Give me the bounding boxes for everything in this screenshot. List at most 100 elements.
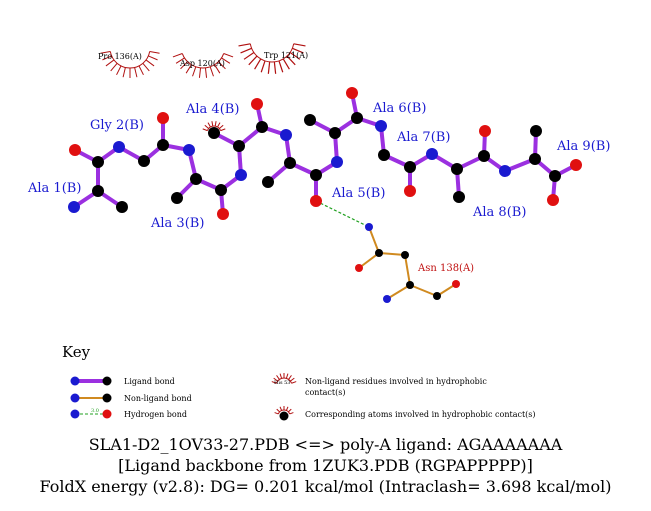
- legend-nonligand-carbon: [102, 393, 112, 403]
- hydrogen-bond-o5-nd: [315, 200, 370, 228]
- legend-example-residue: His 53: [274, 380, 290, 386]
- hydrophobic-trp121-lash: [286, 55, 296, 66]
- hydrophobic-pro136-lash: [110, 62, 118, 72]
- nitrogen-atom-n2: [113, 141, 125, 153]
- hydrophobic-trp121-lash: [254, 58, 262, 70]
- hydrophobic-asp120-lash: [192, 66, 197, 77]
- carbon-atom-cb3: [171, 192, 183, 204]
- carbon-atom-cb: [401, 251, 409, 259]
- hydrophobic-label-trp121: Trp 121(A): [264, 51, 308, 60]
- hydrophobic-asp120-arc: [181, 53, 225, 69]
- hydrophobic-pro136-lash: [105, 59, 115, 67]
- carbon-atom-c6: [351, 112, 363, 124]
- hydrophobic-atom-ala4-lash: [207, 122, 211, 128]
- nitrogen-atom-n3: [183, 144, 195, 156]
- carbon-atom-cb8: [453, 191, 465, 203]
- carbon-atom-cb4: [208, 127, 220, 139]
- legend-hydrophobic-atoms-label: Corresponding atoms involved in hydropho…: [305, 410, 536, 419]
- hydrophobic-atom-ala4-lash: [204, 124, 209, 129]
- carbon-atom-cg: [375, 249, 383, 257]
- carbon-atom-ca1: [92, 185, 104, 197]
- hydrophobic-pro136-lash: [116, 65, 122, 76]
- oxygen-atom-o2: [157, 112, 169, 124]
- oxygen-atom-o1: [69, 144, 81, 156]
- legend-ligand-nitrogen: [70, 376, 80, 386]
- carbon-atom-c9: [549, 170, 561, 182]
- nonligand-bond-cg-od: [358, 252, 380, 269]
- legend-residue-arc: [276, 377, 292, 384]
- carbon-atom-ca5: [284, 157, 296, 169]
- legend-hydrophobic-residues-label-1: Non-ligand residues involved in hydropho…: [305, 377, 487, 386]
- residue-label-ala1: Ala 1(B): [27, 181, 81, 196]
- legend-title: Key: [62, 343, 91, 361]
- hydrophobic-pro136-lash: [148, 55, 158, 61]
- legend-residue-lash: [273, 377, 278, 382]
- hydrophobic-trp121-lash: [240, 47, 252, 54]
- legend-residue-lash: [288, 375, 292, 380]
- legend-hbond-oxygen: [102, 409, 112, 419]
- nonligand-bond-nd-cg: [368, 226, 380, 254]
- legend-atom-arc: [277, 409, 291, 415]
- legend-atom-lash: [285, 406, 289, 411]
- hydrophobic-trp121-lash: [238, 43, 251, 47]
- caption-line-1: SLA1-D2_1OV33-27.PDB <=> poly-A ligand: …: [88, 435, 563, 454]
- residue-label-gly2: Gly 2(B): [90, 118, 144, 133]
- hydrophobic-trp121-arc: [249, 43, 295, 63]
- hydrophobic-trp121-lash: [293, 43, 306, 47]
- residue-label-ala8: Ala 8(B): [472, 205, 526, 220]
- legend-residue-lash: [271, 381, 277, 384]
- legend-hbond-nitrogen: [70, 409, 80, 419]
- nitrogen-atom-n4: [235, 169, 247, 181]
- nitrogen-atom-na: [383, 295, 391, 303]
- residue-label-ala3: Ala 3(B): [150, 216, 204, 231]
- nitrogen-atom-n7: [375, 120, 387, 132]
- nonligand-bond-ca-na: [386, 284, 411, 300]
- hydrophobic-pro136-lash: [134, 67, 138, 78]
- carbon-atom-c5: [310, 169, 322, 181]
- residue-label-ala5: Ala 5(B): [331, 186, 385, 201]
- legend-nonligand-nitrogen: [70, 393, 80, 403]
- hydrophobic-label-asp120: Asp 120(A): [179, 59, 225, 68]
- hydrophobic-asp120-lash: [218, 61, 226, 70]
- carbon-atom-c4: [256, 121, 268, 133]
- hydrophobic-atom-ala4-lash: [220, 128, 226, 132]
- legend-atom-lash: [274, 412, 279, 415]
- oxygen-atom-o3: [217, 208, 229, 220]
- residue-label-ala7: Ala 7(B): [396, 130, 450, 145]
- oxygen-atom-o4: [251, 98, 263, 110]
- residue-label-ala4: Ala 4(B): [185, 102, 239, 117]
- carbon-atom-cb9: [530, 125, 542, 137]
- oxygen-atom-oc: [452, 280, 460, 288]
- residue-label-ala6: Ala 6(B): [372, 101, 426, 116]
- hydrophobic-atom-ala4-lash: [219, 124, 224, 129]
- hydrophobic-asp120-lash: [172, 53, 183, 58]
- hydrophobic-atom-ala4-lash: [217, 122, 221, 128]
- legend-ligand-bond-label: Ligand bond: [124, 377, 175, 386]
- atoms: [68, 87, 582, 303]
- legend-hydrophobic-atom-arc: [274, 406, 294, 415]
- oxygen-atom-od: [355, 264, 363, 272]
- carbon-atom-ca6: [329, 127, 341, 139]
- hydrophobic-pro136-lash: [149, 50, 160, 54]
- legend-hydrophobic-residues-label-2: contact(s): [305, 388, 345, 397]
- hydrophobic-asp120-lash: [204, 67, 208, 78]
- carbon-atom-cb6: [304, 114, 316, 126]
- legend-residue-lash: [276, 375, 280, 380]
- carbon-atom-c7: [404, 161, 416, 173]
- nonligand-bond-ca-cc: [409, 284, 438, 297]
- hydrophobic-trp121-lash: [289, 52, 301, 60]
- hydrophobic-atom-ala4-lash: [214, 121, 217, 127]
- legend-atom-lash: [279, 406, 283, 411]
- residue-label-asn138: Asn 138(A): [417, 263, 474, 274]
- hydrophobic-trp121-lash: [260, 60, 266, 73]
- hydrophobic-asp120-lash: [214, 64, 221, 74]
- legend-nonligand-bond-label: Non-ligand bond: [124, 394, 192, 403]
- carbon-atom-c3: [215, 184, 227, 196]
- caption-line-2: [Ligand backbone from 1ZUK3.PDB (RGPAPPP…: [118, 456, 533, 475]
- carbon-atom-c8: [478, 150, 490, 162]
- hydrophobic-asp120-lash: [221, 57, 231, 64]
- hydrophobic-arcs: [100, 43, 306, 132]
- legend-ligand-carbon: [102, 376, 112, 386]
- hydrophobic-pro136-lash: [102, 55, 112, 61]
- nitrogen-atom-nd: [365, 223, 373, 231]
